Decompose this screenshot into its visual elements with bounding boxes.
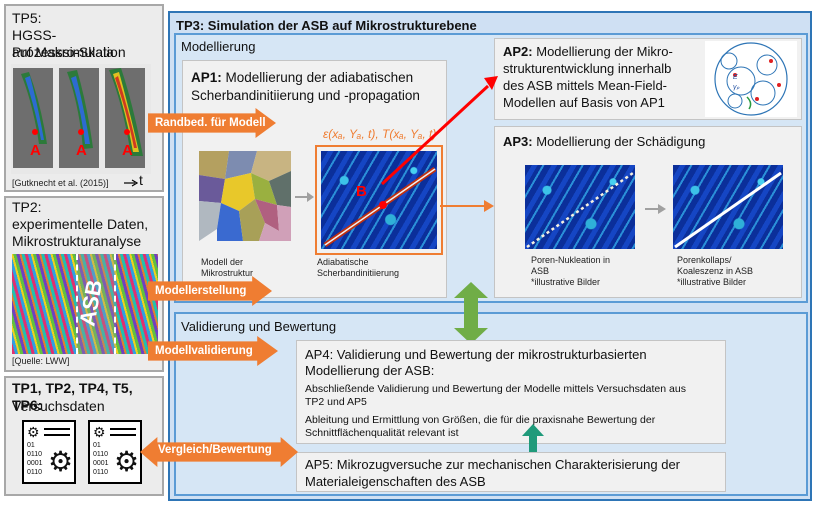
ap4-title-1: AP4: Validierung und Bewertung der mikro… (305, 347, 647, 362)
tp5-marker-a3: A (122, 142, 133, 159)
doc-code-line-1: 01 (93, 442, 101, 449)
tp2-panel: TP2: experimentelle Daten, Mikrostruktur… (4, 196, 164, 372)
gear-icon: ⚙ (93, 424, 106, 440)
ap1-marker-b: B (356, 183, 367, 200)
ap2-line-2: des ASB mittels Mean-Field- (503, 78, 668, 93)
ap4-p2-1: Ableitung und Ermittlung von Größen, die… (305, 414, 656, 426)
ap5-box: AP5: Mikrozugversuche zur mechanischen C… (296, 452, 726, 492)
data-document-icon: ⚙ 01 0110 0001 0110 ⚙ (88, 420, 142, 484)
shear-caption-1: Adiabatische (317, 257, 369, 267)
ap3-cap1-3: *illustrative Bilder (531, 277, 601, 287)
tp5-marker-a1: A (30, 142, 41, 159)
tp2-source: [Quelle: LWW] (12, 356, 70, 366)
teal-up-arrow (522, 424, 544, 452)
tp5-subtitle-1: HGSS-Prozesssimulation (12, 27, 126, 60)
ap2-title: AP2: Modellierung der Mikro- (503, 44, 673, 59)
grey-arrow-icon (645, 204, 666, 214)
ap1-formula: ε(xₐ, Yₐ, t), T(xₐ, Yₐ, t) (323, 127, 437, 141)
tp5-simulation-image (11, 64, 151, 174)
ap2-line-1: strukturentwicklung innerhalb (503, 61, 672, 76)
tp5-axis-label: t (139, 172, 143, 188)
tp5-marker-a2: A (76, 142, 87, 159)
ap1-box: AP1: Modellierung der adiabatischen Sche… (182, 60, 447, 298)
tp-group-subtitle: Versuchsdaten (12, 398, 105, 414)
pore-line-2 (674, 171, 782, 249)
ap1-to-ap2-arrow (380, 76, 498, 186)
micro-caption-1: Modell der (201, 257, 244, 267)
doc-code-line-4: 0110 (93, 469, 109, 476)
svg-text:γₚ: γₚ (733, 84, 740, 91)
ap3-cap1-1: Poren-Nukleation in (531, 255, 611, 265)
svg-text:E: E (733, 74, 738, 81)
tp5-subtitle-2: auf Makro-Skala (12, 44, 114, 60)
ap3-title: AP3: Modellierung der Schädigung (503, 134, 706, 149)
pore-line-1 (526, 171, 634, 249)
ap2-line-3: Modellen auf Basis von AP1 (503, 95, 665, 110)
tp2-subtitle-2: Mikrostrukturanalyse (12, 233, 142, 249)
ap3-cap1-2: ASB (531, 266, 550, 276)
micro-caption-2: Mikrostruktur (201, 268, 254, 278)
ap4-box: AP4: Validierung und Bewertung der mikro… (296, 340, 726, 444)
data-document-icon: ⚙ 01 0110 0001 0110 ⚙ (22, 420, 76, 484)
tp5-panel: TP5: HGSS-Prozesssimulation auf Makro-Sk… (4, 4, 164, 192)
doc-code-line-2: 0110 (93, 451, 109, 458)
modellierung-title: Modellierung (181, 39, 256, 54)
ap3-cap2-1: Porenkollaps/ (677, 255, 732, 265)
ap4-p2-2: Schnittflächenqualität relevant ist (305, 427, 459, 439)
tp2-micrograph (12, 254, 158, 354)
microstructure-model-image (199, 151, 291, 241)
gear-icon: ⚙ (48, 446, 74, 477)
doc-code-line-2: 0110 (27, 451, 43, 458)
ap1-to-ap3-arrow (440, 200, 494, 212)
gear-icon: ⚙ (114, 446, 140, 477)
doc-code-line-3: 0001 (27, 460, 43, 467)
ap3-cap2-3: *illustrative Bilder (677, 277, 747, 287)
shear-band-frame (315, 145, 443, 255)
doc-code-line-1: 01 (27, 442, 35, 449)
time-arrow-icon (124, 179, 138, 187)
asb-band (76, 254, 116, 354)
tp-group-title: TP1, TP2, TP4, T5, TP6: (12, 380, 133, 413)
shear-band-line (323, 166, 437, 248)
ap1-title: AP1: Modellierung der adiabatischen (191, 70, 414, 85)
ap1-title-2: Scherbandinitiierung und -propagation (191, 88, 420, 103)
gear-icon: ⚙ (27, 424, 40, 440)
ap3-cap2-2: Koaleszenz in ASB (677, 266, 754, 276)
ap4-title-2: Modellierung der ASB: (305, 363, 435, 378)
ap2-box: AP2: Modellierung der Mikro- strukturent… (494, 38, 802, 120)
ap4-p1-1: Abschließende Validierung und Bewertung … (305, 383, 686, 395)
tp-group-panel: TP1, TP2, TP4, T5, TP6: Versuchsdaten ⚙ … (4, 376, 164, 496)
validierung-title: Validierung und Bewertung (181, 319, 337, 334)
tp2-subtitle-1: experimentelle Daten, (12, 216, 149, 232)
tp2-title: TP2: (12, 199, 42, 215)
vergleich-label: Vergleich/Bewertung (158, 444, 272, 456)
green-double-arrow (454, 282, 488, 344)
doc-code-line-4: 0110 (27, 469, 43, 476)
tp5-citation: [Gutknecht et al. (2015)] (12, 178, 109, 188)
tp3-title: TP3: Simulation der ASB auf Mikrostruktu… (176, 18, 477, 33)
ap5-line-1: AP5: Mikrozugversuche zur mechanischen C… (305, 457, 681, 472)
grey-arrow-icon (295, 192, 314, 202)
tp5-title: TP5: (12, 10, 42, 26)
ap3-box: AP3: Modellierung der Schädigung Poren-N… (494, 126, 802, 298)
ap4-p1-2: TP2 und AP5 (305, 396, 367, 408)
mean-field-diagram: E γₚ (705, 41, 797, 117)
shear-caption-2: Scherbandinitiierung (317, 268, 400, 278)
ap5-line-2: Materialeigenschaften des ASB (305, 474, 486, 489)
doc-code-line-3: 0001 (93, 460, 109, 467)
